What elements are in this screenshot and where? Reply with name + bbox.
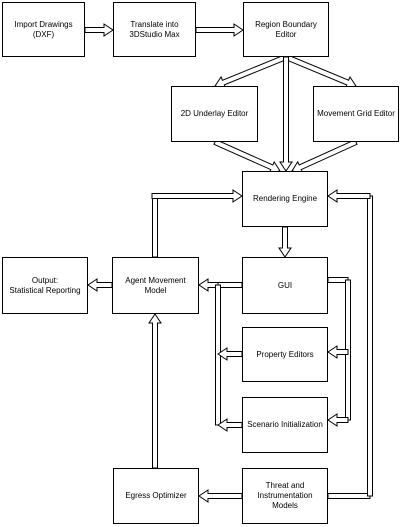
import-drawings-box: Import Drawings (DXF) [2, 2, 85, 57]
agent-movement-model-box: Agent Movement Model [112, 257, 199, 314]
output-reporting-box: Output: Statistical Reporting [2, 257, 88, 314]
arrow-gui-to-scenario [327, 413, 349, 427]
arrow-region-to-movement-grid [284, 54, 357, 89]
underlay-editor-box: 2D Underlay Editor [171, 86, 258, 142]
connector-outer-trunk [367, 195, 373, 497]
arrow-threat-to-rendering [327, 189, 371, 203]
arrow-region-to-underlay [214, 54, 288, 89]
arrow-threat-to-egress [198, 489, 243, 503]
arrow-property-to-trunk [217, 347, 243, 361]
arrow-scenario-to-trunk [217, 418, 243, 432]
scenario-initialization-box: Scenario Initialization [242, 397, 328, 453]
egress-optimizer-box: Egress Optimizer [113, 468, 199, 524]
arrow-movement-grid-to-rendering [291, 139, 358, 174]
gui-box: GUI [242, 257, 328, 314]
arrow-egress-to-agent [148, 313, 162, 469]
threat-instrumentation-models-box: Threat and Instrumentation Models [242, 468, 328, 524]
arrow-translate-to-region [195, 23, 244, 37]
property-editors-box: Property Editors [242, 327, 328, 382]
arrow-underlay-to-rendering [213, 139, 281, 174]
arrow-agent-to-rendering [151, 189, 243, 203]
connector-gui-left [217, 282, 243, 288]
arrow-gui-to-property [327, 345, 349, 359]
connector-agent-up [152, 195, 158, 258]
arrow-rendering-to-gui [278, 226, 292, 258]
region-boundary-editor-box: Region Boundary Editor [243, 2, 329, 57]
connector-threat-right [327, 493, 371, 499]
arrow-region-to-rendering [279, 56, 293, 172]
movement-grid-editor-box: Movement Grid Editor [313, 86, 399, 142]
translate-3dstudio-box: Translate into 3DStudio Max [113, 2, 196, 57]
arrow-import-to-translate [84, 23, 114, 37]
arrow-agent-to-output [87, 278, 113, 292]
rendering-engine-box: Rendering Engine [242, 171, 328, 227]
connector-gui-right [327, 277, 349, 283]
